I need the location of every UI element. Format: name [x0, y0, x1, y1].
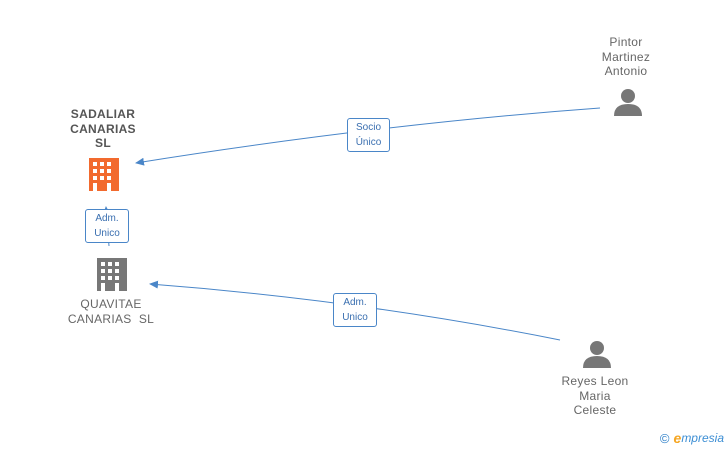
building-icon-quavitae[interactable]	[97, 258, 127, 291]
brand-name: mpresia	[681, 431, 724, 445]
person-icon-pintor[interactable]	[614, 89, 642, 116]
copyright-icon: ©	[659, 430, 670, 446]
person-icon-reyes[interactable]	[583, 341, 611, 368]
node-label-pintor[interactable]: Pintor Martinez Antonio	[601, 35, 651, 78]
brand-initial: e	[673, 430, 682, 446]
node-label-sadaliar[interactable]: SADALIAR CANARIAS SL	[70, 107, 136, 150]
edge-label-adm-unico-1[interactable]: Adm. Unico	[85, 209, 129, 243]
edge-label-adm-unico-2[interactable]: Adm. Unico	[333, 293, 377, 327]
node-label-quavitae[interactable]: QUAVITAE CANARIAS SL	[67, 297, 155, 326]
empresia-watermark: © e mpresia	[660, 430, 724, 446]
building-icon-sadaliar[interactable]	[89, 158, 119, 191]
edge-label-socio-unico[interactable]: Socio Único	[347, 118, 390, 152]
node-label-reyes[interactable]: Reyes Leon Maria Celeste	[561, 374, 629, 417]
